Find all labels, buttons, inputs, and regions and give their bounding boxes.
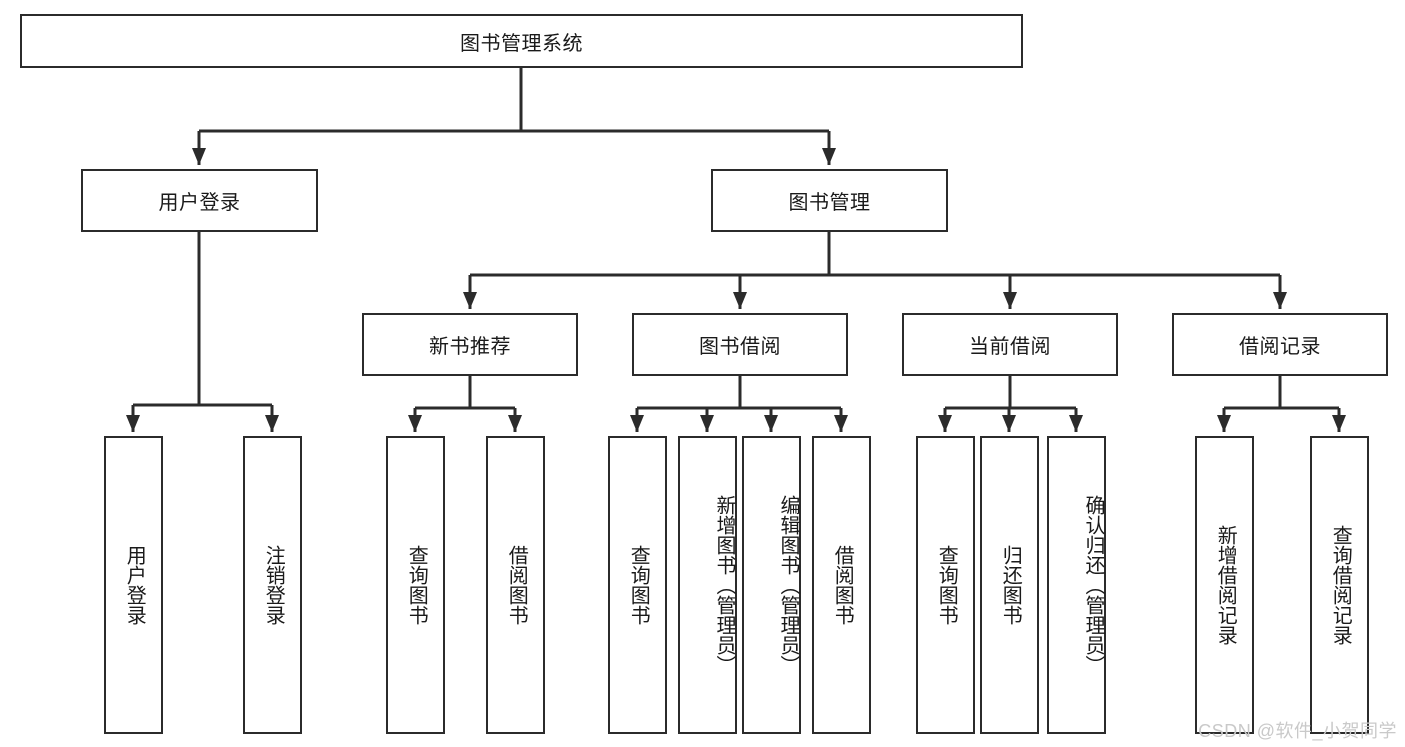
node-label: 查询图书 (405, 545, 428, 625)
watermark: CSDN @软件_小贺同学 (1198, 721, 1397, 741)
node-leaf-bb-borrow[interactable]: 借阅图书 (812, 436, 871, 734)
node-label: 借阅图书 (505, 545, 528, 625)
node-label: 当前借阅 (969, 336, 1051, 358)
edge-borrow-record-arrowhead-1 (1332, 415, 1346, 432)
node-label: 借阅图书 (831, 545, 854, 625)
node-leaf-user-logout[interactable]: 注销登录 (243, 436, 302, 734)
node-label: 图书管理系统 (460, 32, 583, 55)
node-label: 新增图书（管理员） (713, 495, 735, 675)
node-label: 图书管理 (788, 192, 871, 214)
node-root[interactable]: 图书管理系统 (20, 14, 1023, 68)
node-new-book-rec[interactable]: 新书推荐 (362, 313, 578, 376)
node-label: 注销登录 (262, 545, 285, 625)
node-borrow-record[interactable]: 借阅记录 (1172, 313, 1388, 376)
node-leaf-rec-borrow[interactable]: 借阅图书 (486, 436, 545, 734)
edge-book-borrow-arrowhead-1 (700, 415, 714, 432)
node-label: 新书推荐 (429, 336, 511, 358)
node-label: 用户登录 (158, 192, 241, 214)
edge-book-borrow-arrowhead-3 (834, 415, 848, 432)
node-leaf-bb-query[interactable]: 查询图书 (608, 436, 667, 734)
node-leaf-br-query[interactable]: 查询借阅记录 (1310, 436, 1369, 734)
node-label: 查询图书 (935, 545, 958, 625)
edge-user-login-arrowhead-0 (126, 415, 140, 432)
node-book-borrow[interactable]: 图书借阅 (632, 313, 848, 376)
edge-new-book-rec-arrowhead-0 (408, 415, 422, 432)
edge-root-arrowhead-0 (192, 148, 206, 165)
node-label: 编辑图书（管理员） (777, 495, 799, 675)
node-label: 新增借阅记录 (1214, 525, 1237, 645)
node-current-borrow[interactable]: 当前借阅 (902, 313, 1118, 376)
node-label: 图书借阅 (699, 336, 781, 358)
edge-current-borrow-arrowhead-1 (1002, 415, 1016, 432)
edge-user-login-arrowhead-1 (265, 415, 279, 432)
node-leaf-br-add[interactable]: 新增借阅记录 (1195, 436, 1254, 734)
node-leaf-user-login[interactable]: 用户登录 (104, 436, 163, 734)
edge-new-book-rec-arrowhead-1 (508, 415, 522, 432)
node-leaf-cb-confirm[interactable]: 确认归还（管理员） (1047, 436, 1106, 734)
edge-book-manage-arrowhead-3 (1273, 292, 1287, 309)
node-label: 借阅记录 (1239, 336, 1321, 358)
node-label: 用户登录 (123, 545, 146, 625)
node-label: 归还图书 (999, 545, 1022, 625)
edge-book-borrow-arrowhead-2 (764, 415, 778, 432)
node-leaf-cb-query[interactable]: 查询图书 (916, 436, 975, 734)
node-label: 查询借阅记录 (1329, 525, 1352, 645)
edge-book-manage-arrowhead-1 (733, 292, 747, 309)
edge-book-manage-arrowhead-0 (463, 292, 477, 309)
node-book-manage[interactable]: 图书管理 (711, 169, 948, 232)
node-leaf-cb-return[interactable]: 归还图书 (980, 436, 1039, 734)
edge-root-arrowhead-1 (822, 148, 836, 165)
edge-book-manage-arrowhead-2 (1003, 292, 1017, 309)
edge-current-borrow-arrowhead-2 (1069, 415, 1083, 432)
node-leaf-rec-query[interactable]: 查询图书 (386, 436, 445, 734)
edge-current-borrow-arrowhead-0 (938, 415, 952, 432)
node-leaf-bb-add[interactable]: 新增图书（管理员） (678, 436, 737, 734)
node-label: 查询图书 (627, 545, 650, 625)
node-label: 确认归还（管理员） (1082, 495, 1104, 675)
edge-borrow-record-arrowhead-0 (1217, 415, 1231, 432)
node-user-login[interactable]: 用户登录 (81, 169, 318, 232)
edge-book-borrow-arrowhead-0 (630, 415, 644, 432)
node-leaf-bb-edit[interactable]: 编辑图书（管理员） (742, 436, 801, 734)
